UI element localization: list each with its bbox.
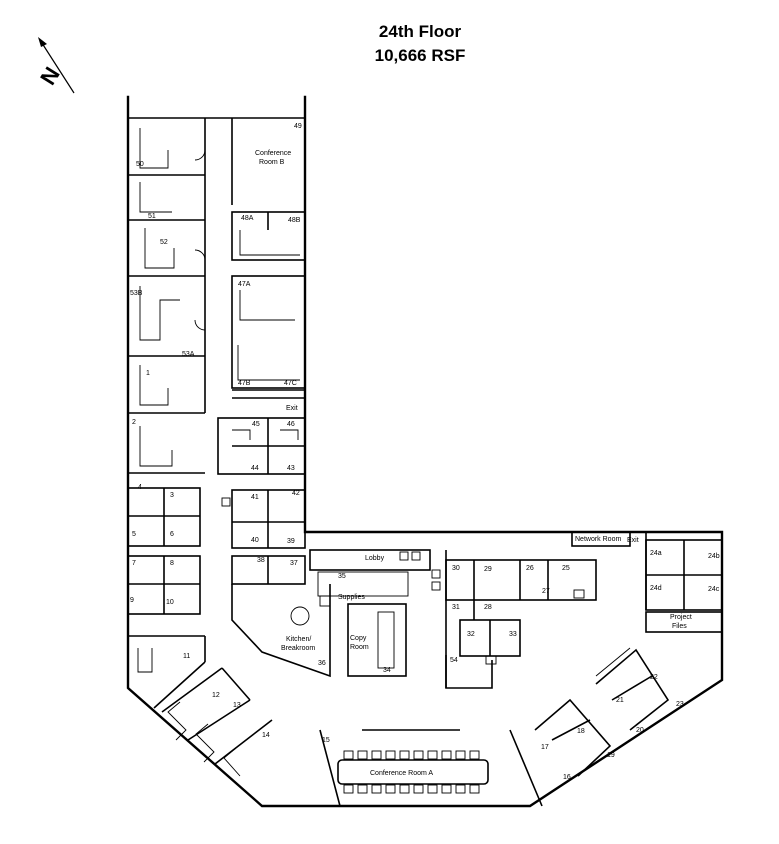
office-number: 45 [252,421,260,428]
west-workstations [127,487,201,615]
office-number: 38 [257,557,265,564]
northeast-offices [571,531,723,633]
office-number: 35 [338,573,346,580]
office-number: 26 [526,565,534,572]
east-workstations [445,550,597,689]
office-number: 31 [452,604,460,611]
office-number: 40 [251,537,259,544]
office-number: 47B [238,380,251,387]
southeast-offices [509,647,670,807]
exit-label-west: Exit [286,405,298,412]
office-number: 36 [318,660,326,667]
project-files-label-2: Files [672,623,687,630]
southwest-offices [128,635,341,807]
office-number: 9 [130,597,134,604]
office-number: 14 [262,732,270,739]
office-number: 53B [130,290,143,297]
copy-label-2: Room [350,644,369,651]
office-number: 30 [452,565,460,572]
exterior-walls [126,95,724,808]
office-number: 17 [541,744,549,751]
center-column [217,211,306,585]
floor-title: 24th Floor 10,666 RSF [0,20,779,68]
office-number: 6 [170,531,174,538]
office-number: 33 [509,631,517,638]
office-number: 28 [484,604,492,611]
office-number: 25 [562,565,570,572]
office-number: 47C [284,380,297,387]
office-numbers: 1 2 3 4 5 6 7 8 9 10 11 12 13 14 15 16 1… [130,123,720,781]
office-number: 39 [287,538,295,545]
kitchen-label-2: Breakroom [281,645,315,652]
office-number: 21 [616,697,624,704]
office-number: 23 [676,701,684,708]
office-number: 32 [467,631,475,638]
north-label: N [35,63,65,90]
office-number: 18 [577,728,585,735]
conf-b-label-1: Conference [255,150,291,157]
office-number: 34 [383,667,391,674]
office-number: 1 [146,370,150,377]
office-number: 13 [233,702,241,709]
floor-area: 10,666 RSF [374,46,466,65]
office-number: 44 [251,465,259,472]
office-number: 51 [148,213,156,220]
office-number: 19 [607,752,615,759]
office-number: 8 [170,560,174,567]
office-number: 46 [287,421,295,428]
office-number: 49 [294,123,302,130]
core-area [231,549,441,678]
office-number: 48A [241,215,254,222]
office-number: 52 [160,239,168,246]
office-number: 12 [212,692,220,699]
office-number: 10 [166,599,174,606]
project-files-label-1: Project [670,614,692,621]
office-number: 42 [292,490,300,497]
room-names: Conference Room B Kitchen/ Breakroom Cop… [255,150,692,777]
kitchen-label-1: Kitchen/ [286,636,311,643]
office-number: 15 [322,737,330,744]
office-number: 24b [708,553,720,560]
floor-name: 24th Floor [378,22,462,41]
west-wing-partitions [128,117,305,474]
north-arrow-icon: N [35,37,75,94]
office-number: 50 [136,161,144,168]
office-number: 24d [650,585,662,592]
office-number: 54 [450,657,458,664]
supplies-label: Supplies [338,594,365,601]
conference-room-a [337,729,489,794]
office-number: 4 [138,484,142,491]
office-number: 37 [290,560,298,567]
office-number: 47A [238,281,251,288]
office-number: 7 [132,560,136,567]
conf-a-label: Conference Room A [370,770,433,777]
copy-label-1: Copy [350,635,367,642]
office-number: 16 [563,774,571,781]
office-number: 24c [708,586,720,593]
office-number: 24a [650,550,662,557]
conf-b-label-2: Room B [259,159,285,166]
office-number: 27 [542,588,550,595]
office-number: 41 [251,494,259,501]
lobby-label: Lobby [365,555,385,562]
office-number: 3 [170,492,174,499]
office-number: 5 [132,531,136,538]
office-number: 22 [650,674,658,681]
office-number: 11 [183,653,190,660]
office-number: 29 [484,566,492,573]
office-number: 2 [132,419,136,426]
network-room-label: Network Room [575,536,621,543]
office-number: 53A [182,351,195,358]
office-number: 48B [288,217,301,224]
exit-label-east: Exit [627,537,639,544]
office-number: 43 [287,465,295,472]
office-number: 20 [636,727,644,734]
